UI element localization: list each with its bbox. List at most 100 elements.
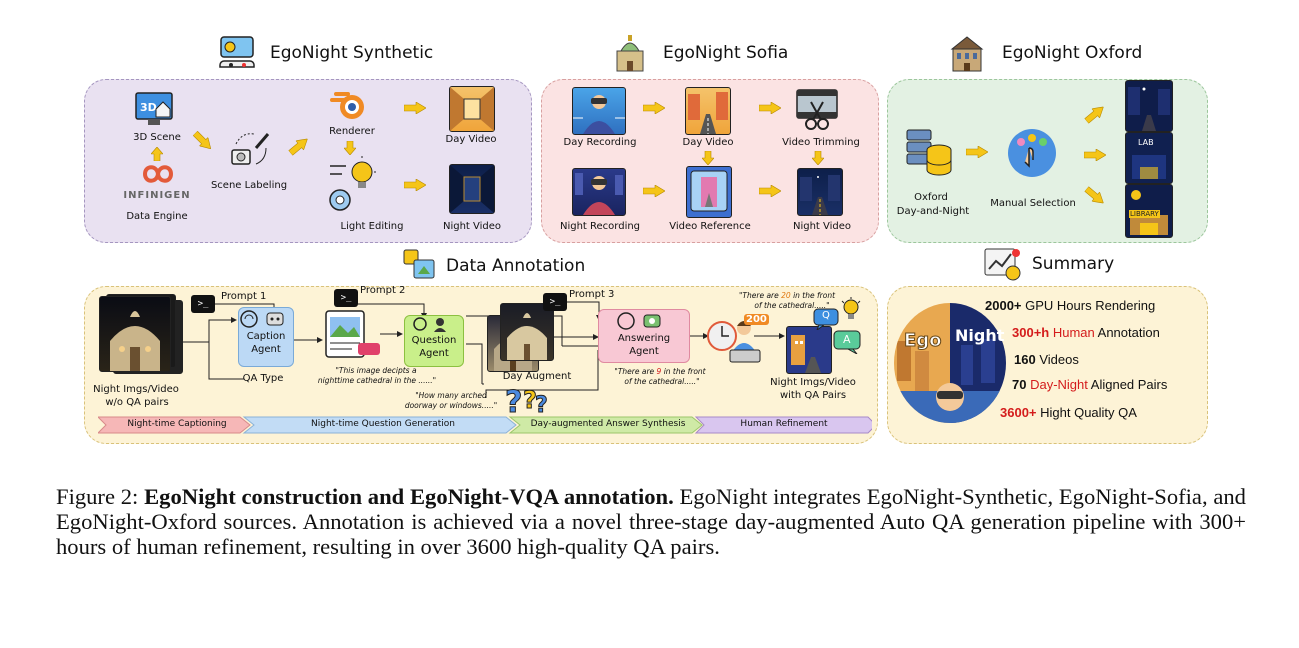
arrow-icon xyxy=(404,179,426,191)
output-label-line1: Night Imgs/Video xyxy=(770,377,856,388)
terminal-icon: >_ xyxy=(191,295,215,313)
arrow-icon xyxy=(287,134,312,157)
video-trimming-label: Video Trimming xyxy=(782,137,860,148)
arrow-icon xyxy=(404,102,426,114)
arrow-icon xyxy=(1084,149,1106,161)
header-synthetic: EgoNight Synthetic xyxy=(270,43,434,63)
oxford-street-thumbnail xyxy=(1125,80,1173,132)
summary-gpu-hours: 2000+ GPU Hours Rendering xyxy=(985,298,1156,313)
prompt2-label: Prompt 2 xyxy=(360,285,406,296)
sofia-day-video-thumbnail xyxy=(685,87,731,135)
light-editing-icon xyxy=(326,156,376,214)
database-icon xyxy=(905,128,953,178)
sofia-night-video-label: Night Video xyxy=(792,221,852,232)
ai-agent-icon xyxy=(412,316,452,332)
summary-chart-icon xyxy=(983,247,1023,281)
arrow-icon xyxy=(643,102,665,114)
refined-quote-line1: "There are 20 in the front xyxy=(738,291,836,300)
arrow-icon xyxy=(643,185,665,197)
caption-agent: Caption Agent xyxy=(238,307,294,367)
question-agent-line2: Agent xyxy=(419,348,449,359)
oxford-source-line2: Day-and-Night xyxy=(896,206,970,217)
summary-videos: 160 Videos xyxy=(1014,352,1079,367)
caption-quote-line1: "This image decipts a xyxy=(335,366,417,375)
blender-icon xyxy=(330,88,370,122)
scene-label: 3D Scene xyxy=(133,132,181,143)
sofia-day-video-label: Day Video xyxy=(682,137,734,148)
badge-200: 200 xyxy=(744,314,769,325)
question-quote-line1: "How many arched xyxy=(415,391,487,400)
stage-answer-synthesis: Day-augmented Answer Synthesis xyxy=(530,419,686,429)
arrow-down-icon xyxy=(343,140,357,156)
summary-human-annotation: 300+h Human Annotation xyxy=(1012,325,1160,340)
a-bubble-text: A xyxy=(843,333,851,346)
renderer-label: Renderer xyxy=(329,126,375,137)
caption-title: EgoNight construction and EgoNight-VQA a… xyxy=(144,484,674,509)
day-video-label: Day Video xyxy=(445,134,497,145)
gamepad-icon xyxy=(218,35,256,71)
q-bubble-text: Q xyxy=(822,310,830,321)
output-label-line2: with QA Pairs xyxy=(779,390,847,401)
engine-brand-label: INFINIGEN xyxy=(123,190,191,201)
oxford-lab-thumbnail xyxy=(1125,132,1173,184)
arrow-icon xyxy=(191,129,215,153)
cathedral-icon xyxy=(611,33,649,73)
day-augment-image xyxy=(500,303,554,361)
q-bubble xyxy=(813,308,839,332)
terminal-icon: >_ xyxy=(334,289,358,307)
input-label-line2: w/o QA pairs xyxy=(105,397,169,408)
svg-text:?: ? xyxy=(535,393,548,416)
qa-type-label: QA Type xyxy=(242,373,284,384)
caption-label: Figure 2: xyxy=(56,484,145,509)
prompt1-label: Prompt 1 xyxy=(221,291,267,302)
summary-aligned-pairs: 70 Day-Night Aligned Pairs xyxy=(1012,377,1168,392)
svg-text:?: ? xyxy=(505,385,522,416)
lightbulb-icon xyxy=(840,297,862,323)
arrow-icon xyxy=(1083,184,1108,207)
night-recording-thumbnail xyxy=(572,168,626,216)
oxford-library-thumbnail xyxy=(1125,184,1173,238)
svg-text:3D: 3D xyxy=(140,101,157,114)
image-caption-icon xyxy=(324,309,382,365)
question-agent-line1: Question xyxy=(411,335,457,346)
output-image xyxy=(786,326,832,374)
caption-body: EgoNight integrates EgoNight-Synthetic, … xyxy=(56,484,1246,559)
svg-text:?: ? xyxy=(523,386,537,414)
figure-caption: Figure 2: EgoNight construction and EgoN… xyxy=(56,484,1246,559)
arrow-icon xyxy=(759,102,781,114)
egonight-logo xyxy=(891,301,1009,425)
arrow-icon xyxy=(759,185,781,197)
lab-sign: LAB xyxy=(1138,138,1154,147)
arrow-icon xyxy=(966,146,988,158)
scene-labeling-icon xyxy=(226,128,274,170)
answer-quote-line1: "There are 9 in the front xyxy=(614,367,706,376)
answering-agent-line2: Agent xyxy=(629,346,659,357)
manual-selection-icon xyxy=(1007,128,1057,178)
caption-quote-line2: nighttime cathedral in the ......" xyxy=(317,376,437,385)
night-video-thumbnail xyxy=(449,164,495,214)
3d-scene-icon: 3D xyxy=(134,91,174,129)
stage-human-refinement: Human Refinement xyxy=(740,419,828,429)
header-summary: Summary xyxy=(1032,254,1115,274)
video-trimming-icon xyxy=(795,86,839,132)
refined-quote-line2: of the cathedral....." xyxy=(754,301,830,310)
header-oxford: EgoNight Oxford xyxy=(1002,43,1143,63)
logo-ego-text: Ego xyxy=(904,330,943,352)
header-sofia: EgoNight Sofia xyxy=(663,43,789,63)
arrow-down-icon xyxy=(811,150,825,166)
a-bubble xyxy=(833,330,861,355)
terminal-icon: >_ xyxy=(543,293,567,311)
arrow-icon xyxy=(1083,102,1108,125)
oxford-source-line1: Oxford xyxy=(914,192,948,203)
ai-agent-icon xyxy=(616,311,666,331)
answer-number: 9 xyxy=(656,367,662,376)
header-annotation: Data Annotation xyxy=(446,256,586,276)
stage-banners xyxy=(98,416,872,434)
day-recording-thumbnail xyxy=(572,87,626,135)
stage-question-generation: Night-time Question Generation xyxy=(311,419,455,429)
night-video-label: Night Video xyxy=(442,221,502,232)
light-editing-label: Light Editing xyxy=(340,221,404,232)
answering-agent-line1: Answering xyxy=(617,333,671,344)
arrow-up-icon xyxy=(150,146,164,162)
manual-selection-label: Manual Selection xyxy=(990,198,1076,209)
